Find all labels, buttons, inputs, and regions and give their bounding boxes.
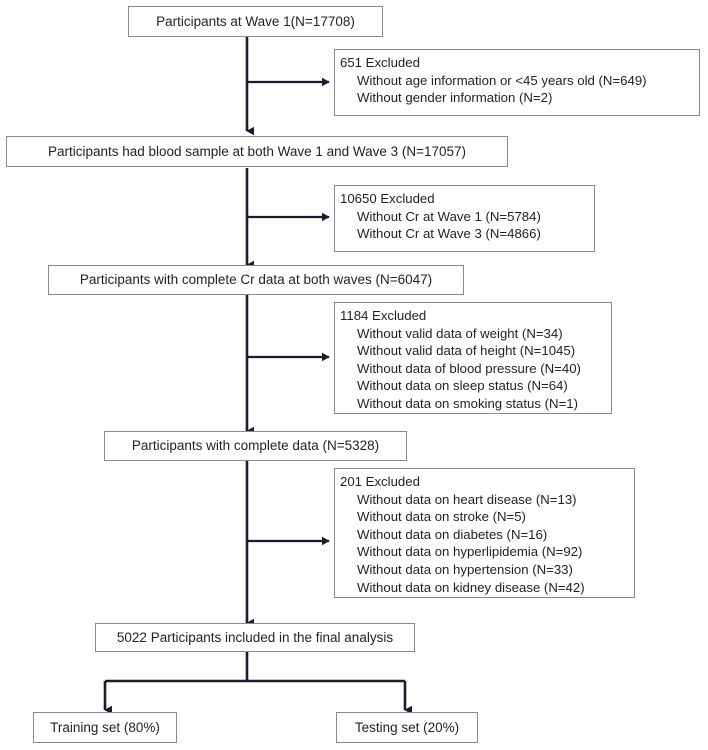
- node-testing-set: Testing set (20%): [336, 712, 478, 743]
- exclusion-2-item-1: Without Cr at Wave 1 (N=5784): [357, 208, 541, 224]
- exclusion-2-item-2: Without Cr at Wave 3 (N=4866): [357, 226, 541, 242]
- exclusion-3-item-4: Without data on sleep status (N=64): [357, 378, 568, 394]
- exclusion-1-item-2: Without gender information (N=2): [357, 90, 553, 106]
- exclusion-2-title: 10650 Excluded: [340, 191, 435, 206]
- exclusion-box-1: 651 Excluded Without age information or …: [334, 49, 700, 116]
- exclusion-4-item-6: Without data on kidney disease (N=42): [357, 579, 585, 595]
- exclusion-4-item-4: Without data on hyperlipidemia (N=92): [357, 544, 583, 560]
- node-cr-complete: Participants with complete Cr data at bo…: [48, 265, 464, 295]
- node-complete-data: Participants with complete data (N=5328): [104, 431, 407, 461]
- exclusion-box-4: 201 Excluded Without data on heart disea…: [334, 468, 635, 598]
- exclusion-3-item-1: Without valid data of weight (N=34): [357, 325, 563, 341]
- exclusion-1-item-1: Without age information or <45 years old…: [357, 72, 647, 88]
- exclusion-4-title: 201 Excluded: [340, 474, 420, 489]
- exclusion-3-item-2: Without valid data of height (N=1045): [357, 343, 576, 359]
- exclusion-3-item-5: Without data on smoking status (N=1): [357, 395, 578, 411]
- node-final-analysis: 5022 Participants included in the final …: [95, 623, 415, 652]
- exclusion-3-title: 1184 Excluded: [340, 308, 427, 323]
- node-training-set: Training set (80%): [33, 712, 177, 743]
- exclusion-box-2: 10650 Excluded Without Cr at Wave 1 (N=5…: [334, 185, 595, 252]
- exclusion-4-item-5: Without data on hypertension (N=33): [357, 561, 573, 577]
- node-wave1: Participants at Wave 1(N=17708): [128, 6, 383, 37]
- exclusion-3-item-3: Without data of blood pressure (N=40): [357, 360, 581, 376]
- exclusion-box-3: 1184 Excluded Without valid data of weig…: [334, 302, 612, 414]
- exclusion-4-item-1: Without data on heart disease (N=13): [357, 491, 577, 507]
- exclusion-4-item-3: Without data on diabetes (N=16): [357, 526, 548, 542]
- exclusion-4-item-2: Without data on stroke (N=5): [357, 509, 526, 525]
- node-blood-sample: Participants had blood sample at both Wa…: [6, 136, 508, 167]
- exclusion-1-title: 651 Excluded: [340, 55, 420, 70]
